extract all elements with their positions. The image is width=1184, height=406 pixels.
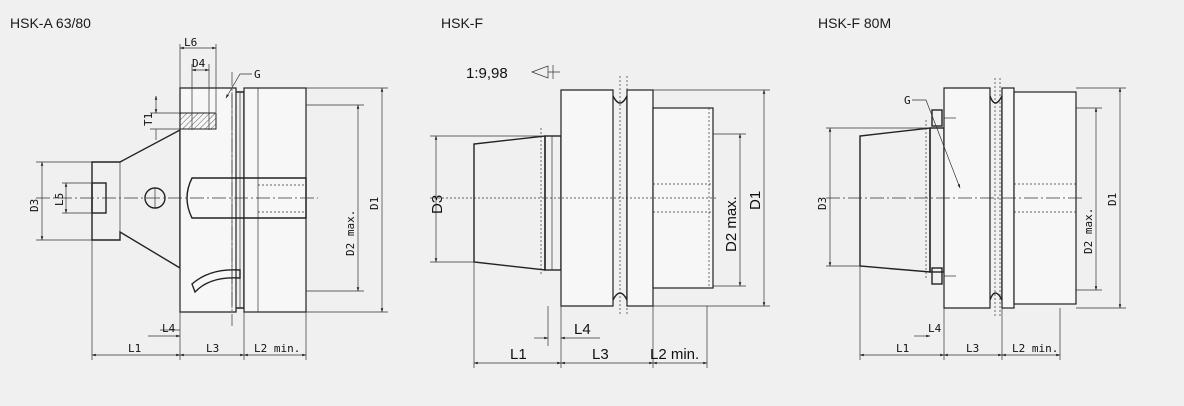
- title-hsk-f: HSK-F: [441, 15, 483, 31]
- label-l2: L2 min.: [254, 342, 300, 355]
- label-80m-g: G: [904, 94, 911, 107]
- label-d3: D3: [28, 199, 41, 212]
- label-80m-d2: D2 max.: [1082, 208, 1095, 254]
- f80m-taper: [859, 127, 931, 273]
- diagram-hsk-a: D3 L5 D2 max. D1 L6 D4: [28, 36, 388, 360]
- diagram-hsk-f-80m: G D3 D2 max. D1 L4 L1: [816, 78, 1126, 360]
- label-80m-d1: D1: [1106, 193, 1119, 206]
- title-hsk-f-80m: HSK-F 80M: [818, 15, 892, 31]
- label-t1: T1: [142, 113, 155, 126]
- hsk-f-taper: [473, 135, 546, 271]
- label-taper: 1:9,98: [466, 65, 508, 82]
- f80m-screw-top: [931, 109, 943, 127]
- label-80m-d3: D3: [816, 197, 829, 210]
- label-l6: L6: [184, 36, 197, 49]
- label-f-l2: L2 min.: [650, 346, 699, 363]
- label-80m-l1: L1: [896, 342, 909, 355]
- label-g: G: [254, 68, 261, 81]
- hsk-a-taper: [91, 128, 181, 270]
- label-80m-l4: L4: [928, 322, 942, 335]
- label-f-l3: L3: [592, 346, 609, 363]
- label-f-d3: D3: [429, 195, 446, 214]
- label-80m-l2: L2 min.: [1012, 342, 1058, 355]
- label-80m-l3: L3: [966, 342, 979, 355]
- label-f-d1: D1: [747, 191, 764, 210]
- f80m-screw-bottom: [931, 267, 943, 285]
- diagram-hsk-f: 1:9,98 D3: [429, 65, 770, 368]
- label-d1: D1: [368, 197, 381, 210]
- label-f-l4: L4: [574, 321, 591, 338]
- hsk-a-body: [243, 87, 307, 313]
- label-l4: L4: [162, 322, 176, 335]
- hsk-a-thread-hatch: [179, 112, 217, 130]
- hsk-a-bore: [186, 177, 307, 219]
- hsk-a-flange: [179, 87, 237, 313]
- f80m-body: [1013, 91, 1077, 305]
- label-f-d2: D2 max.: [723, 196, 740, 252]
- label-l1: L1: [128, 342, 141, 355]
- label-f-l1: L1: [510, 346, 527, 363]
- label-l3: L3: [206, 342, 219, 355]
- label-l5: L5: [53, 193, 66, 206]
- label-d2: D2 max.: [344, 210, 357, 256]
- title-hsk-a: HSK-A 63/80: [10, 15, 91, 31]
- label-d4: D4: [192, 57, 206, 70]
